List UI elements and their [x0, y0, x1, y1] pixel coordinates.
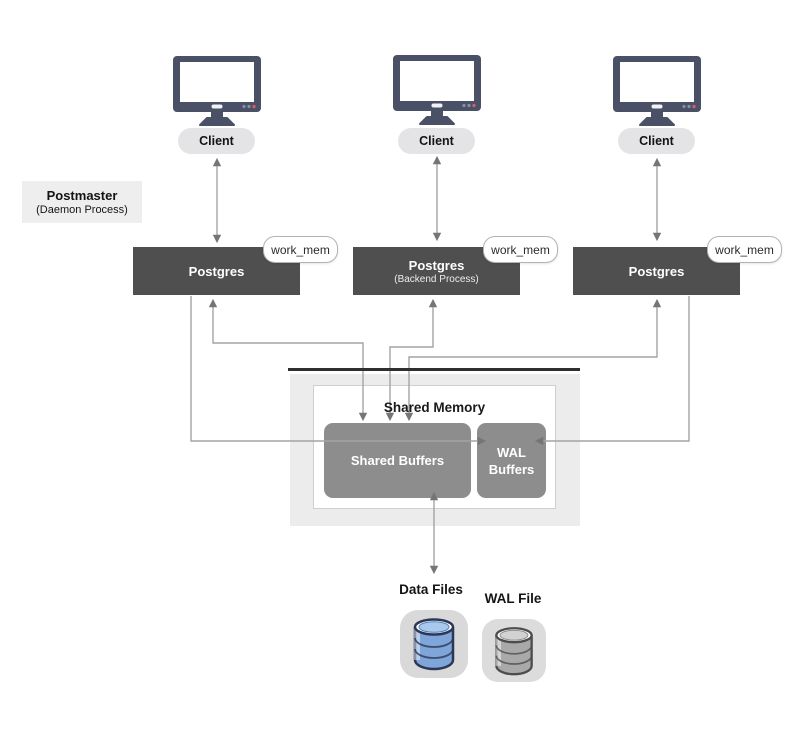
client-label-pill: Client	[398, 128, 475, 154]
work-mem-label: work_mem	[715, 242, 774, 257]
work-mem-label: work_mem	[491, 242, 550, 257]
postgres-sublabel: (Backend Process)	[394, 273, 479, 285]
postgres-label: Postgres	[408, 257, 465, 273]
shared-memory-title: Shared Memory	[383, 400, 486, 415]
client-label: Client	[199, 134, 234, 148]
monitor-icon	[173, 56, 261, 126]
postmaster-title: Postmaster	[46, 187, 118, 203]
client-label-pill: Client	[178, 128, 255, 154]
work-mem-badge: work_mem	[263, 236, 338, 263]
data-files-label: Data Files	[399, 582, 463, 597]
client-label: Client	[639, 134, 674, 148]
postmaster-label-box: Postmaster (Daemon Process)	[22, 181, 142, 223]
shared-memory-top-divider	[288, 368, 580, 371]
shared-buffers-box: Shared Buffers	[324, 423, 471, 498]
work-mem-label: work_mem	[271, 242, 330, 257]
postgres-label: Postgres	[628, 263, 685, 279]
client-label-pill: Client	[618, 128, 695, 154]
postmaster-subtitle: (Daemon Process)	[36, 203, 128, 216]
wal-buffers-label: WAL Buffers	[488, 444, 535, 477]
monitor-icon	[613, 56, 701, 126]
work-mem-badge: work_mem	[483, 236, 558, 263]
work-mem-badge: work_mem	[707, 236, 782, 263]
monitor-icon	[393, 55, 481, 125]
wal-file-db-background	[482, 619, 546, 682]
shared-buffers-label: Shared Buffers	[350, 453, 445, 468]
client-label: Client	[419, 134, 454, 148]
database-cylinder-blue-icon	[413, 618, 455, 671]
wal-buffers-box: WAL Buffers	[477, 423, 546, 498]
postgres-label: Postgres	[188, 263, 245, 279]
database-cylinder-gray-icon	[495, 626, 533, 675]
data-files-db-background	[400, 610, 468, 678]
wal-file-label: WAL File	[484, 591, 542, 606]
